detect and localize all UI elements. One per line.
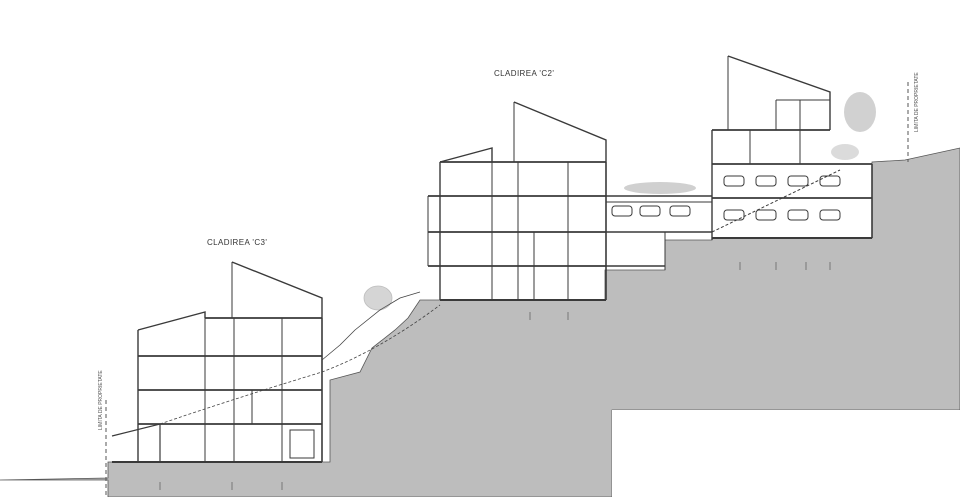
terrain-stair bbox=[159, 285, 441, 425]
paper-corner-left bbox=[0, 497, 612, 504]
connecting-garage bbox=[606, 182, 712, 270]
right-boundary-note: LIMITA DE PROPRIETATE bbox=[914, 72, 920, 132]
label-building-c2: CLADIREA 'C2' bbox=[494, 69, 555, 78]
paper-corner-right bbox=[612, 410, 960, 504]
label-building-c3: CLADIREA 'C3' bbox=[207, 238, 268, 247]
building-c1 bbox=[711, 55, 876, 240]
building-c2 bbox=[427, 101, 607, 301]
dimension-ticks bbox=[159, 262, 831, 490]
building-c3 bbox=[111, 261, 323, 463]
left-boundary-note: LIMITA DE PROPRIETATE bbox=[98, 370, 104, 430]
